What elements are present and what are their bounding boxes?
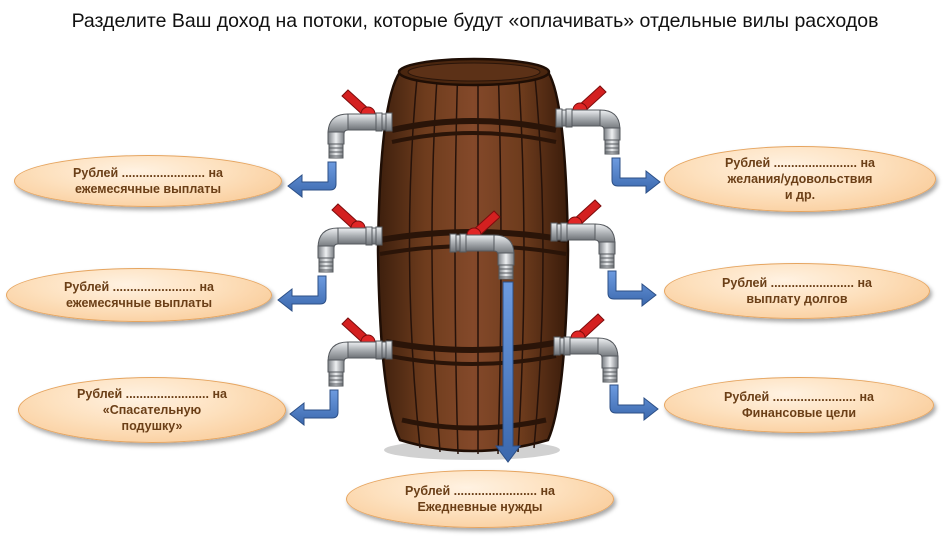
stream-amount-label: Рублей ........................ на xyxy=(73,166,223,180)
stream-purpose-label: «Спасательную xyxy=(102,403,202,417)
stream-amount-label: Рублей ........................ на xyxy=(722,276,872,290)
stream-amount-label: Рублей ........................ на xyxy=(725,156,875,170)
stream-purpose-label: и др. xyxy=(784,188,816,202)
faucet-icon xyxy=(317,203,383,273)
bent-arrow-icon xyxy=(611,157,661,194)
stream-purpose-label: Финансовые цели xyxy=(741,406,857,420)
stream-right-bot: Рублей ........................ на Финан… xyxy=(664,377,934,433)
bent-arrow-icon xyxy=(277,275,327,312)
stream-left-top: Рублей ........................ на ежеме… xyxy=(14,155,282,207)
stream-purpose-label: выплату долгов xyxy=(746,292,848,306)
barrel-icon xyxy=(376,57,570,460)
stream-purpose-label: Ежедневные нужды xyxy=(417,500,543,514)
stream-amount-label: Рублей ........................ на xyxy=(77,387,227,401)
faucet-icon xyxy=(555,85,621,155)
stream-purpose-label: ежемесячные выплаты xyxy=(74,182,222,196)
bent-arrow-icon xyxy=(609,384,659,421)
bent-arrow-icon xyxy=(607,270,657,307)
bent-arrow-icon xyxy=(289,389,339,426)
stream-left-mid: Рублей ........................ на ежеме… xyxy=(6,268,272,322)
down-arrow-icon xyxy=(495,281,521,463)
stream-amount-label: Рублей ........................ на xyxy=(724,390,874,404)
stream-left-bot: Рублей ........................ на «Спас… xyxy=(18,377,286,443)
stream-purpose-label: ежемесячные выплаты xyxy=(65,296,213,310)
stream-purpose-label: подушку» xyxy=(121,419,183,433)
stream-purpose-label: желания/удовольствия xyxy=(727,172,873,186)
stream-bottom: Рублей ........................ на Ежедн… xyxy=(346,470,614,528)
stream-amount-label: Рублей ........................ на xyxy=(64,280,214,294)
page-title: Разделите Ваш доход на потоки, которые б… xyxy=(71,10,879,32)
bent-arrow-icon xyxy=(287,161,337,198)
stream-amount-label: Рублей ........................ на xyxy=(405,484,555,498)
stream-right-top: Рублей ........................ на желан… xyxy=(664,146,936,212)
stream-right-mid: Рублей ........................ на выпла… xyxy=(664,263,930,319)
